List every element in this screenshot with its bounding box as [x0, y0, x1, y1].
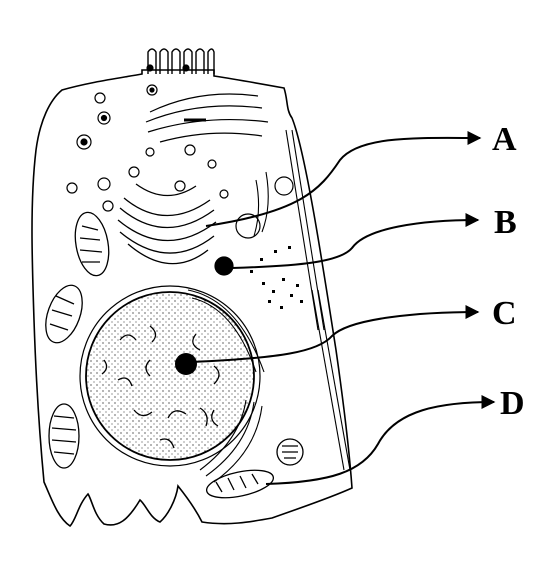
endoplasmic-reticulum-top [145, 93, 269, 143]
nucleolus [175, 353, 197, 375]
label-a: A [492, 121, 517, 158]
free-ribosomes [250, 246, 303, 309]
label-c: C [492, 295, 517, 332]
label-b: B [494, 204, 517, 241]
nucleus [79, 285, 261, 467]
leader-line-B [231, 213, 480, 269]
leader-lines [191, 130, 496, 485]
leader-line-A [205, 130, 482, 227]
lysosome [214, 256, 234, 276]
microtubules [253, 129, 351, 471]
golgi-apparatus [117, 183, 217, 265]
mitochondria [45, 211, 304, 499]
microvilli [147, 48, 215, 74]
label-d: D [500, 385, 525, 422]
chromatin [101, 325, 220, 449]
leader-line-C [191, 305, 480, 363]
leader-line-D [265, 395, 496, 485]
vesicles [66, 64, 294, 239]
cell-membrane [31, 69, 353, 528]
